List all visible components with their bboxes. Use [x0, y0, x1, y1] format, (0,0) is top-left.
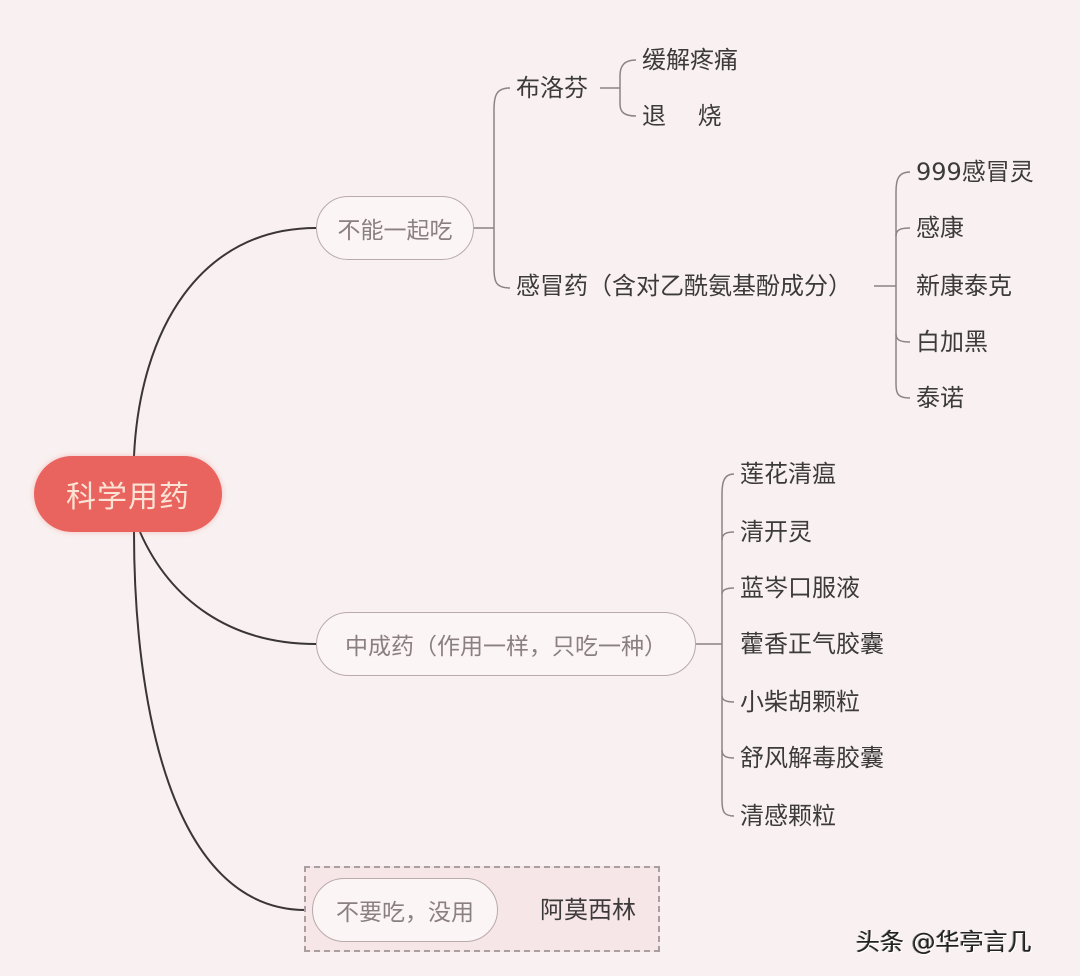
- branch-label: 不要吃，没用: [336, 900, 474, 926]
- node-cold-medicine[interactable]: 感冒药（含对乙酰氨基酚成分）: [516, 272, 852, 300]
- root-label: 科学用药: [66, 480, 190, 515]
- branch-node-chinese-patent-medicine[interactable]: 中成药（作用一样，只吃一种）: [316, 612, 696, 676]
- node-qinggan-keli[interactable]: 清感颗粒: [740, 802, 836, 830]
- node-xinkangtaike[interactable]: 新康泰克: [916, 272, 1012, 300]
- node-lianhua-qingwen[interactable]: 莲花清瘟: [740, 460, 836, 488]
- watermark: 头条 @华亭言几: [856, 928, 1032, 956]
- node-huoxiang-zhengqi[interactable]: 藿香正气胶囊: [740, 630, 884, 658]
- branch-node-cannot-combine[interactable]: 不能一起吃: [316, 196, 474, 260]
- node-tainuo[interactable]: 泰诺: [916, 384, 964, 412]
- node-999-ganmaoling[interactable]: 999感冒灵: [916, 158, 1034, 186]
- branch-label: 不能一起吃: [337, 218, 453, 244]
- node-xiaochaihu[interactable]: 小柴胡颗粒: [740, 688, 860, 716]
- branch-label: 中成药（作用一样，只吃一种）: [345, 634, 667, 660]
- node-shufeng-jiedu[interactable]: 舒风解毒胶囊: [740, 744, 884, 772]
- node-lancen-oral-liquid[interactable]: 蓝岑口服液: [740, 574, 860, 602]
- node-pain-relief[interactable]: 缓解疼痛: [642, 46, 738, 74]
- branch-node-useless[interactable]: 不要吃，没用: [312, 878, 498, 942]
- root-node[interactable]: 科学用药: [34, 456, 222, 532]
- node-ibuprofen[interactable]: 布洛芬: [516, 74, 588, 102]
- node-amoxicillin[interactable]: 阿莫西林: [540, 896, 636, 924]
- node-qingkailing[interactable]: 清开灵: [740, 518, 812, 546]
- node-fever-reduction[interactable]: 退 烧: [642, 102, 722, 130]
- node-gankang[interactable]: 感康: [916, 214, 964, 242]
- node-baijiahei[interactable]: 白加黑: [916, 328, 988, 356]
